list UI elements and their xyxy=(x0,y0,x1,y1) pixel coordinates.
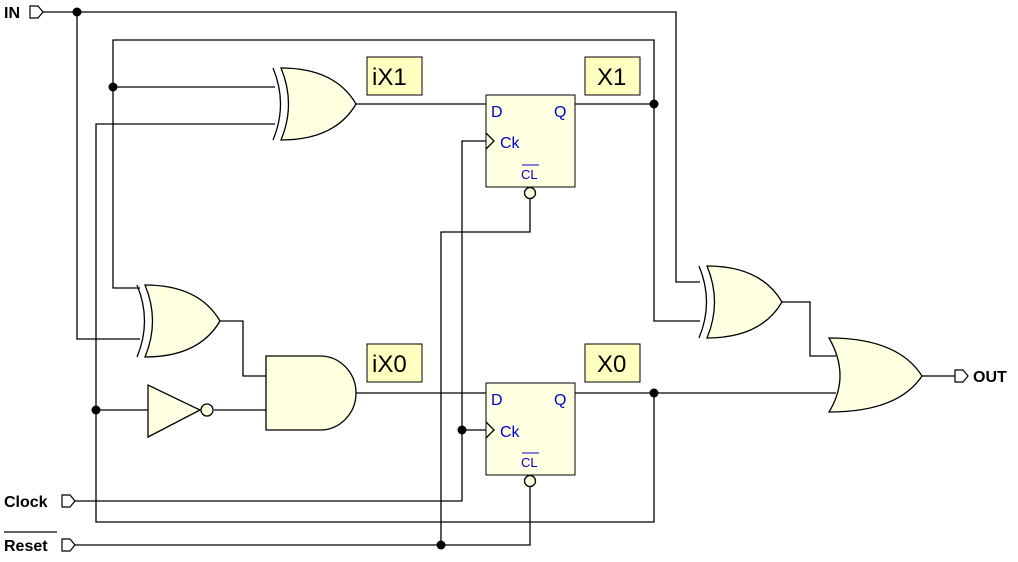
flipflop-top: D Q Ck CL xyxy=(485,94,576,200)
ff-bottom-d-label: D xyxy=(491,392,503,409)
wire-clock xyxy=(74,140,486,502)
ff-top-cl-bubble xyxy=(523,186,537,200)
net-tag-ix0: iX0 xyxy=(366,343,423,383)
junction-dot xyxy=(108,82,118,92)
port-out[interactable]: OUT xyxy=(954,369,1007,386)
wire-in-down xyxy=(76,12,140,340)
not-bubble xyxy=(200,403,214,417)
junction-dot xyxy=(457,425,467,435)
port-in[interactable]: IN xyxy=(4,5,44,22)
wire-xorr-to-or xyxy=(782,301,836,357)
ff-bottom-cl-label: CL xyxy=(521,455,538,470)
net-tag-x0: X0 xyxy=(584,343,641,383)
ff-bottom-q-label: Q xyxy=(554,392,566,409)
port-reset-label: Reset xyxy=(4,538,48,555)
wires xyxy=(43,11,955,546)
ff-top-q-label: Q xyxy=(554,104,566,121)
and-gate xyxy=(265,355,357,431)
port-in-label: IN xyxy=(4,5,20,22)
junction-dot xyxy=(649,99,659,109)
wire-x1-loop xyxy=(112,39,655,289)
or-gate xyxy=(827,337,923,413)
wire-x0-to-xor-top xyxy=(95,123,655,523)
ff-top-d-label: D xyxy=(491,104,503,121)
junction-dot xyxy=(91,405,101,415)
xor-gate-right xyxy=(698,265,783,339)
ff-top-ck-label: Ck xyxy=(500,135,521,152)
wire-x1-out xyxy=(575,103,700,322)
wire-reset-up xyxy=(440,199,531,545)
not-gate xyxy=(147,383,214,439)
junction-dot xyxy=(649,388,659,398)
svg-text:iX1: iX1 xyxy=(372,64,407,91)
xor-gate-bottom xyxy=(136,284,221,358)
wire-reset xyxy=(74,487,531,546)
wire-in-top xyxy=(43,11,700,283)
net-tag-ix1: iX1 xyxy=(366,56,423,96)
xor-gate-top xyxy=(272,67,357,141)
ff-top-cl-label: CL xyxy=(521,167,538,182)
port-out-label: OUT xyxy=(973,369,1007,386)
ff-bottom-ck-label: Ck xyxy=(500,424,521,441)
svg-text:X1: X1 xyxy=(597,64,626,91)
port-reset[interactable]: Reset xyxy=(4,531,76,555)
svg-text:iX0: iX0 xyxy=(372,351,407,378)
junction-dot xyxy=(436,540,446,550)
wire-xorb-to-and xyxy=(220,320,266,377)
svg-text:X0: X0 xyxy=(597,351,626,378)
port-clock[interactable]: Clock xyxy=(4,494,76,511)
port-clock-label: Clock xyxy=(4,494,48,511)
junction-dot xyxy=(72,7,82,17)
ff-bottom-cl-bubble xyxy=(523,474,537,488)
junctions xyxy=(72,7,659,550)
net-tag-x1: X1 xyxy=(584,56,641,96)
flipflop-bottom: D Q Ck CL xyxy=(485,382,576,488)
